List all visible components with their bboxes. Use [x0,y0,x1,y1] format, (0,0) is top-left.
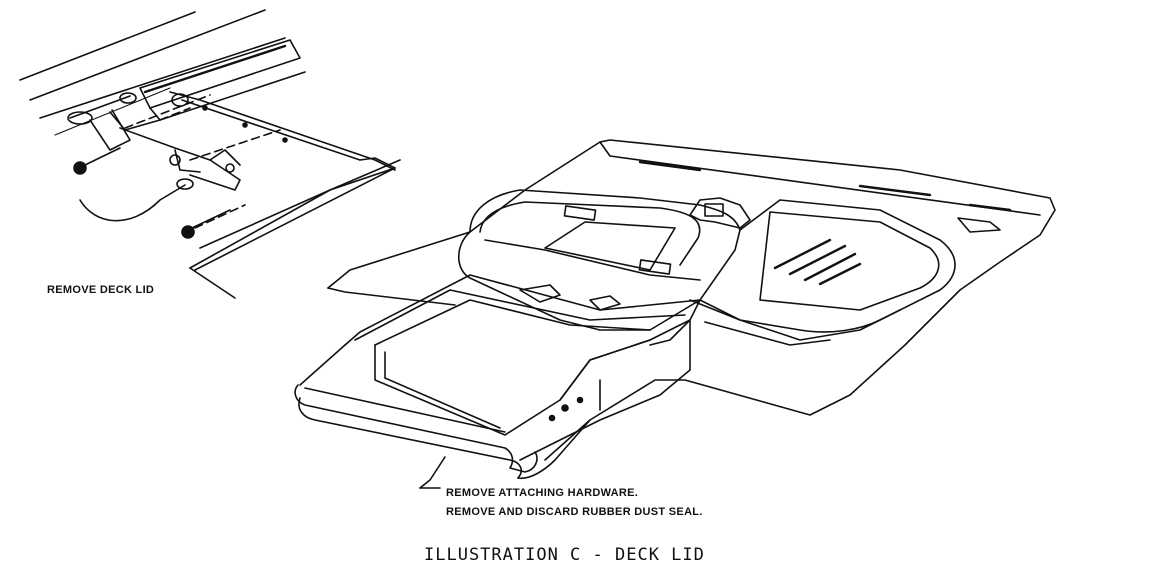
hinge-detail [19,9,401,299]
illustration-caption: ILLUSTRATION C - DECK LID [424,545,705,565]
remove-hardware-label: REMOVE ATTACHING HARDWARE. [446,487,639,499]
deck-lid-main [294,139,1056,489]
remove-seal-label: REMOVE AND DISCARD RUBBER DUST SEAL. [446,506,703,518]
remove-deck-lid-label: REMOVE DECK LID [47,284,155,296]
